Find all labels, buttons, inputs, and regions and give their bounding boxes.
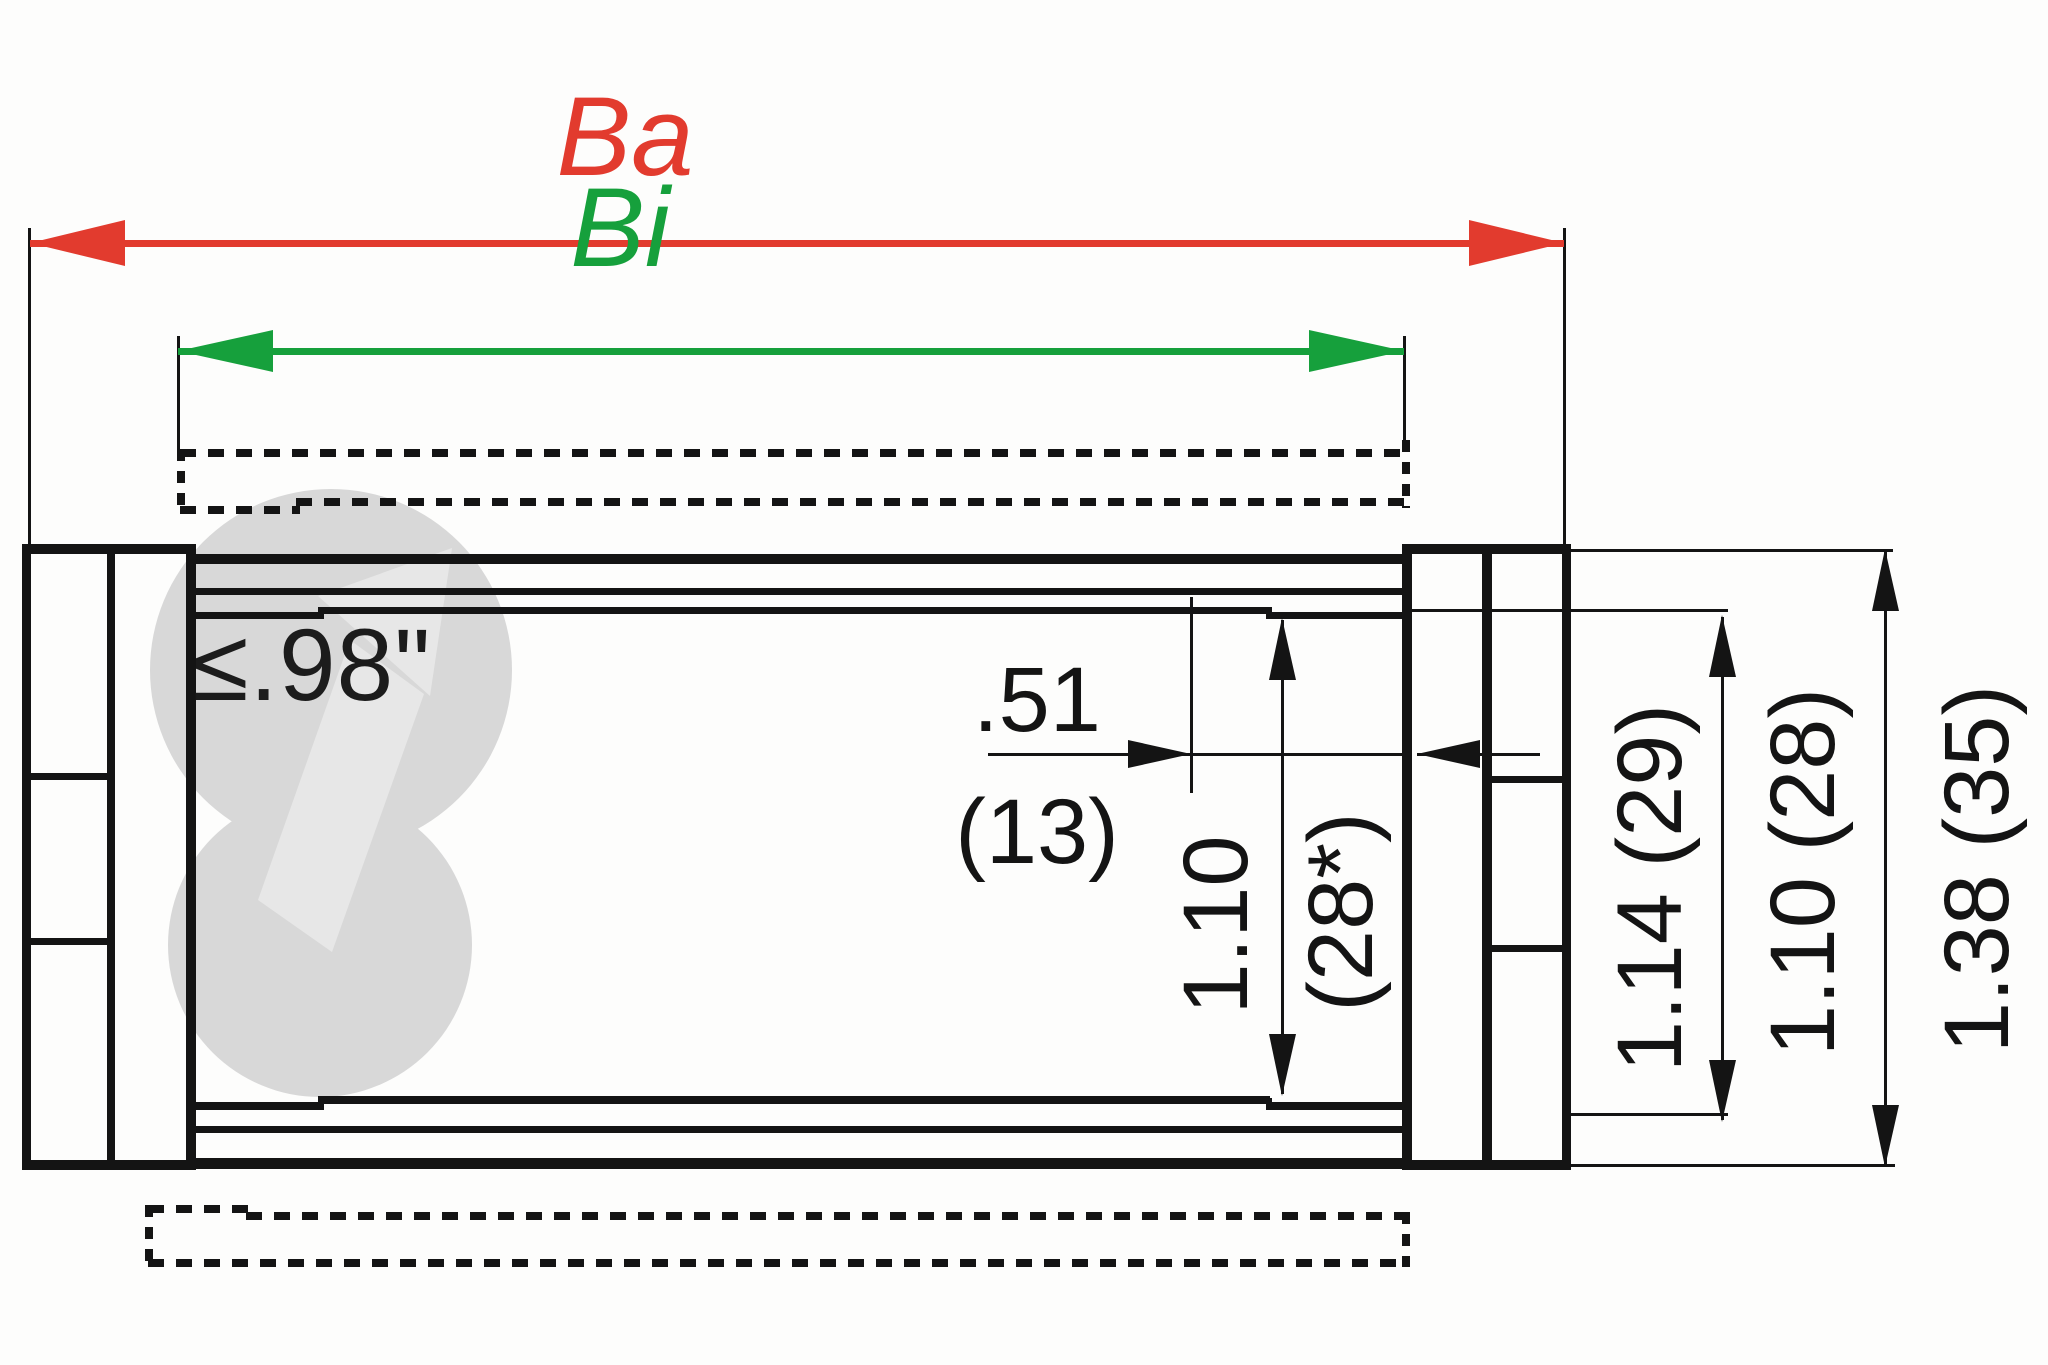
total-height-label: 1.38 (35) bbox=[1926, 684, 2028, 1054]
top-glide-step-left bbox=[318, 607, 324, 619]
bi-dimension-line bbox=[178, 348, 1404, 355]
right-bracket-top-bar bbox=[1402, 544, 1571, 554]
watermark-arrow-shaft-icon bbox=[258, 640, 424, 952]
crossbar-offset-inch-label: .51 bbox=[973, 649, 1101, 751]
ba-extension-left bbox=[28, 228, 31, 544]
top-glide-line-right bbox=[1266, 612, 1402, 619]
bottom-crossbar-dashed-left bbox=[145, 1205, 153, 1267]
crossbar-offset-extension bbox=[1190, 597, 1193, 793]
left-bracket-bottom-bar bbox=[22, 1160, 196, 1170]
inner-height-inch-label: 1.10 bbox=[1165, 835, 1267, 1015]
bottom-band-inner-line bbox=[196, 1126, 1402, 1133]
bottom-glide-step-right bbox=[1266, 1098, 1272, 1110]
left-bracket-rib-lower bbox=[27, 938, 111, 945]
bottom-glide-line-mid bbox=[318, 1096, 1270, 1104]
bottom-crossbar-dashed-top bbox=[246, 1212, 1408, 1220]
left-bracket-outer-edge bbox=[22, 544, 31, 1170]
total-height-extension-top bbox=[1540, 549, 1893, 552]
inner-height-dim-line bbox=[1281, 620, 1284, 1094]
top-glide-line-left bbox=[196, 612, 322, 619]
watermark-circle-lower bbox=[168, 793, 472, 1097]
bottom-crossbar-dashed-bottom bbox=[148, 1259, 1408, 1267]
crossbar-offset-dim-line-left bbox=[988, 753, 1191, 756]
max-diameter-watermark bbox=[150, 489, 512, 1097]
bi-label: Bi bbox=[570, 165, 670, 290]
ba-dimension-line bbox=[30, 240, 1564, 247]
right-bracket-outer-edge bbox=[1562, 544, 1571, 1170]
top-crossbar-dashed-right bbox=[1402, 440, 1410, 508]
bottom-crossbar-dashed-right bbox=[1402, 1212, 1410, 1267]
bottom-glide-step-left bbox=[318, 1098, 324, 1110]
body-left-edge bbox=[186, 554, 196, 1166]
right-bracket-rib-lower bbox=[1490, 945, 1562, 952]
bottom-glide-line-left bbox=[196, 1102, 322, 1110]
body-top-edge bbox=[186, 554, 1412, 564]
side-inner-height-label: 1.10 (28) bbox=[1752, 687, 1854, 1057]
top-crossbar-dashed-top bbox=[180, 449, 1408, 457]
left-bracket-top-bar bbox=[22, 544, 196, 554]
left-bracket-rib-upper bbox=[27, 773, 111, 780]
bi-extension-right bbox=[1403, 336, 1406, 449]
max-cable-diameter-label: ≤.98" bbox=[192, 608, 432, 722]
top-band-inner-line bbox=[196, 588, 1402, 595]
crossbar-offset-dim-line-mid bbox=[1191, 753, 1412, 756]
top-crossbar-dashed-left bbox=[177, 449, 185, 511]
watermark-arrow-head-icon bbox=[318, 548, 452, 696]
right-bracket-rib-upper bbox=[1490, 776, 1562, 783]
bottom-glide-line-right bbox=[1266, 1102, 1402, 1110]
top-glide-step-right bbox=[1266, 607, 1272, 619]
right-bracket-divider bbox=[1482, 550, 1492, 1164]
ba-label: Ba bbox=[556, 74, 694, 199]
link-height-dim-line bbox=[1721, 617, 1724, 1120]
body-bottom-edge bbox=[186, 1158, 1412, 1169]
bottom-crossbar-dashed-top-left bbox=[148, 1205, 250, 1213]
bi-extension-left bbox=[177, 336, 180, 449]
total-height-extension-bottom bbox=[1565, 1164, 1895, 1167]
top-glide-line-mid bbox=[318, 607, 1270, 614]
top-crossbar-dashed-bottom-left bbox=[180, 506, 300, 514]
right-bracket-bottom-bar bbox=[1402, 1160, 1571, 1170]
crossbar-offset-dim-line-tail bbox=[1417, 753, 1540, 756]
right-bracket-inner-edge bbox=[1402, 544, 1412, 1170]
inner-height-mm-label: (28*) bbox=[1290, 812, 1392, 1012]
link-height-label: 1.14 (29) bbox=[1599, 703, 1701, 1073]
crossbar-offset-mm-label: (13) bbox=[955, 781, 1119, 883]
top-crossbar-dashed-bottom bbox=[296, 498, 1408, 506]
total-height-dim-line bbox=[1884, 551, 1887, 1165]
ba-extension-right bbox=[1563, 228, 1566, 544]
left-bracket-divider bbox=[107, 550, 115, 1164]
link-height-extension-bottom bbox=[1565, 1113, 1728, 1116]
